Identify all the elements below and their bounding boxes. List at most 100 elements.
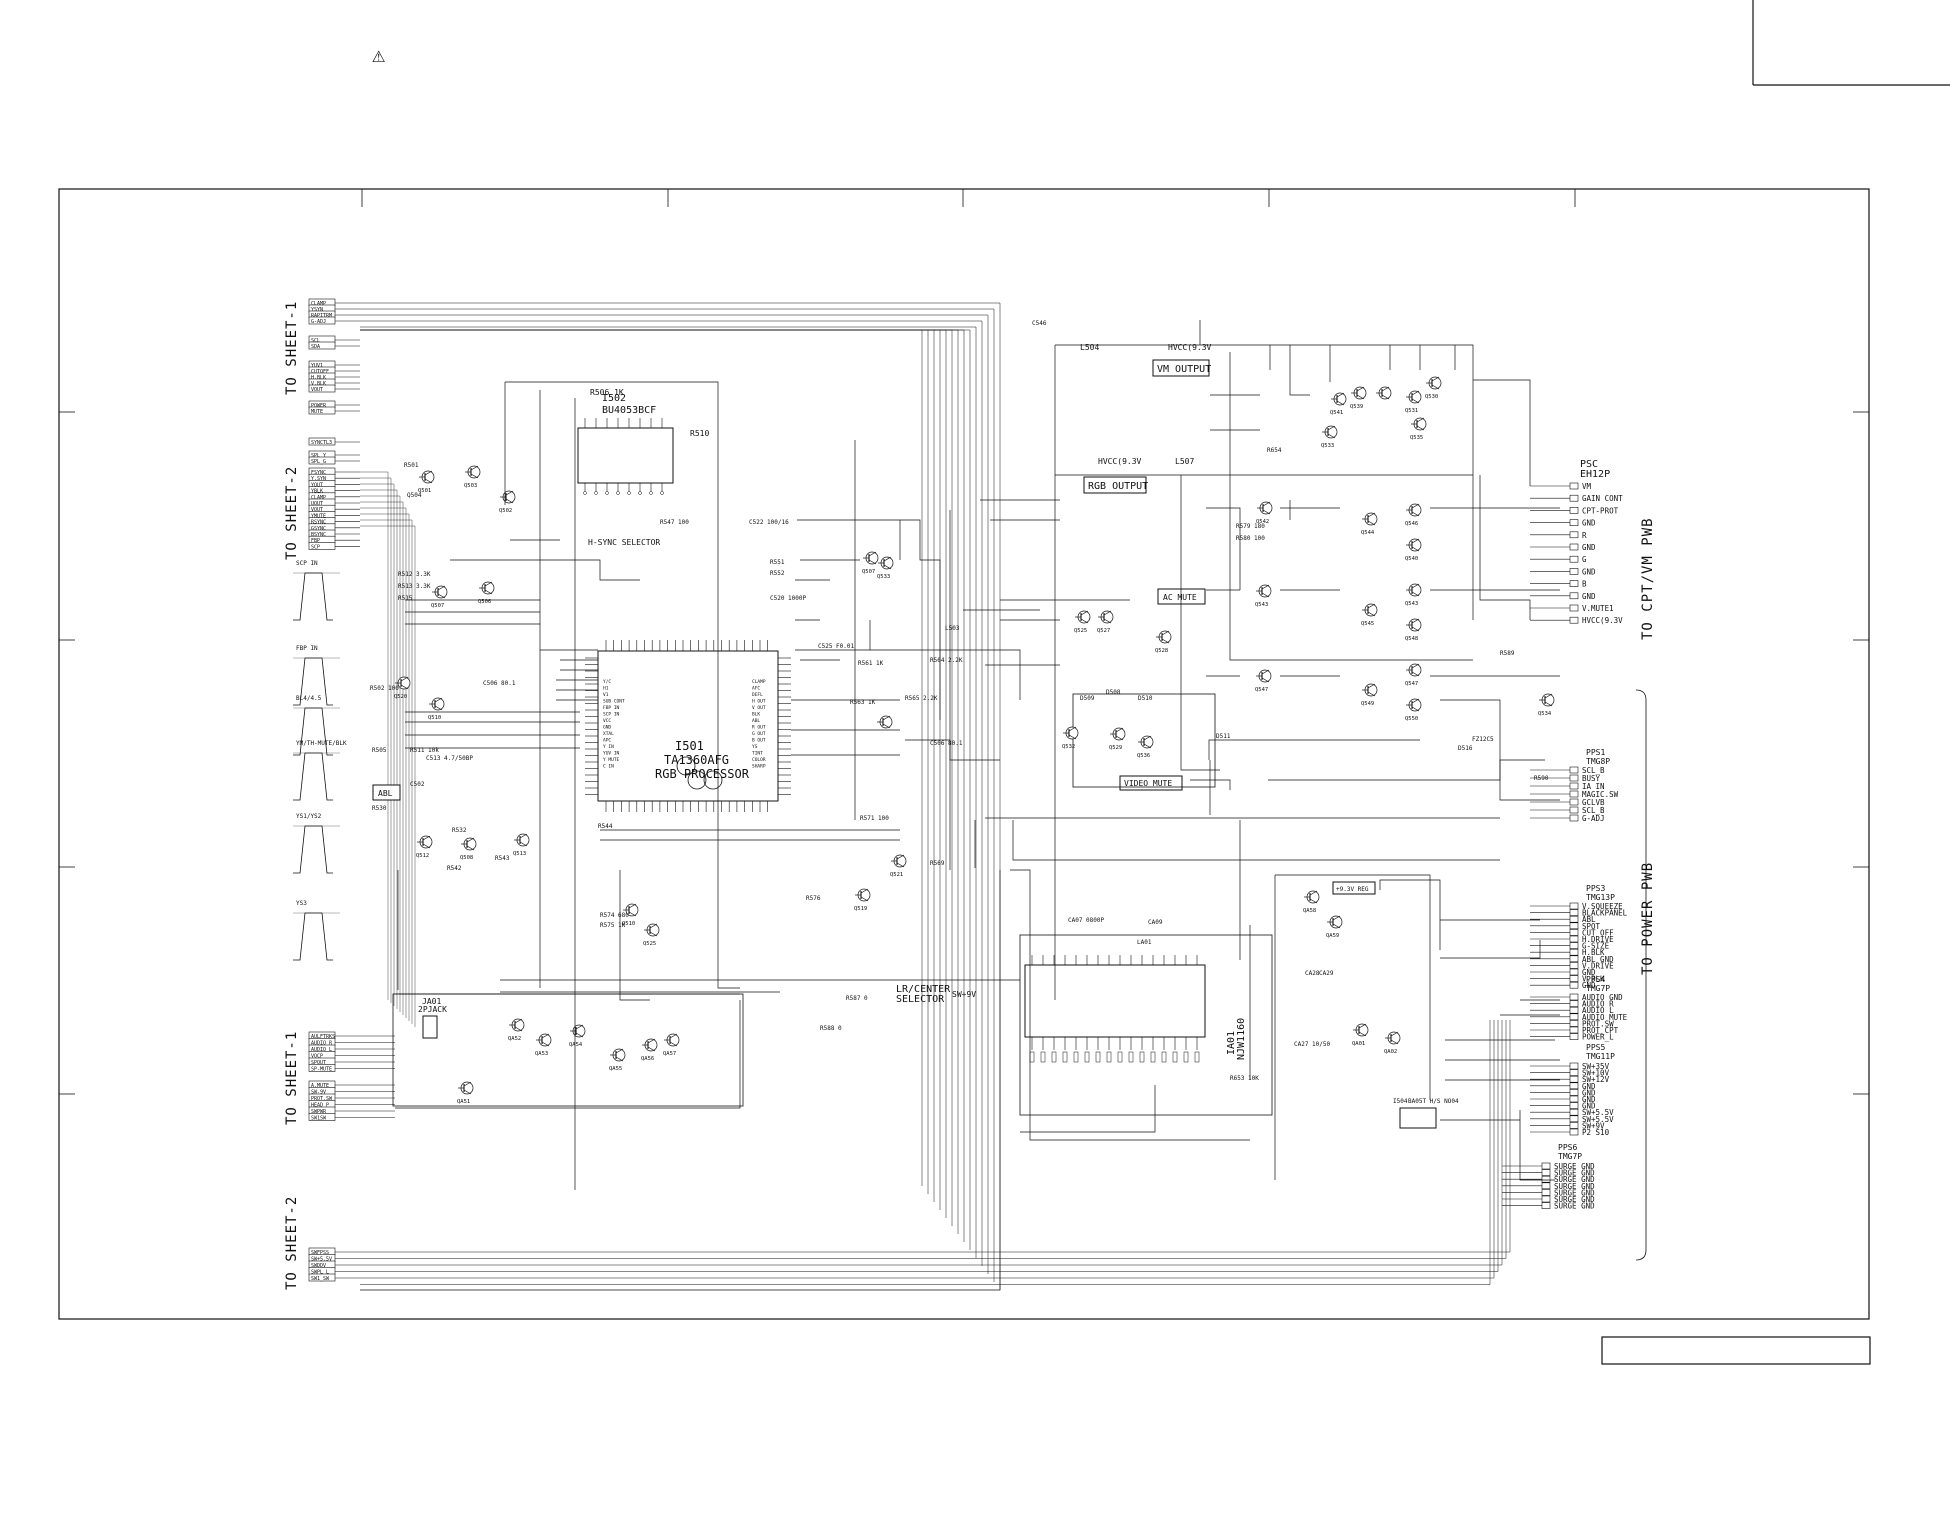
component-label: C520 1000P xyxy=(770,595,807,602)
connector-pin-label: V.SQUEEZE xyxy=(1582,902,1623,911)
component-label: R575 1K xyxy=(600,922,626,929)
connector-pin-label: SURGE GND xyxy=(1554,1175,1595,1184)
sheet-pin-label: VOUT xyxy=(311,387,323,393)
component-label: R543 xyxy=(495,855,510,862)
component-label: R501 xyxy=(404,462,419,469)
ic-pin-label: FBP IN xyxy=(603,705,620,711)
ic-pin-label: SUB CONT xyxy=(603,699,625,705)
transistor-label: Q542 xyxy=(1256,519,1269,525)
sheet-pin-label: A.MUTE xyxy=(311,1083,329,1089)
connector-pin-label: SW+9V xyxy=(1582,1121,1605,1130)
ic-pin-label: V OUT xyxy=(752,705,766,711)
main-wiring xyxy=(360,320,1560,1291)
transistor-label: Q543 xyxy=(1255,602,1268,608)
title-block xyxy=(1601,1336,1871,1365)
component-label: R565 2.2K xyxy=(905,695,938,702)
connector-pin-label: GND xyxy=(1582,592,1596,601)
ic-i504: I504 BA05T H/S NO04 xyxy=(1393,1098,1459,1129)
svg-text:SELECTOR: SELECTOR xyxy=(896,994,945,1005)
vm-output-section: VM OUTPUT L504 HVCC(9.3V xyxy=(1080,343,1212,377)
sheet1b-connector: TO SHEET-1 AULFTRKSAUDIO_RAUDIO_LVOCPSPO… xyxy=(284,1031,360,1125)
connector-pin-label: SW+10V xyxy=(1582,1069,1610,1078)
component-label: R561 1K xyxy=(858,660,884,667)
svg-text:IA01: IA01 xyxy=(1226,1031,1237,1055)
transistor-label: QA54 xyxy=(569,1042,583,1048)
ic-pin-label: TINT xyxy=(752,751,763,757)
connector-pin-label: GND xyxy=(1582,543,1596,552)
svg-text:RGB PROCESSOR: RGB PROCESSOR xyxy=(655,767,750,781)
svg-text:TMG7P: TMG7P xyxy=(1558,1152,1582,1161)
sheet-pin-label: SYNCTL3 xyxy=(311,440,332,446)
lr-center-label: LR/CENTER SELECTOR SW+9V xyxy=(896,984,976,1005)
connector-pin-label: CUT OFF xyxy=(1582,928,1614,937)
connector-pin-label: V.MUTE1 xyxy=(1582,604,1614,613)
transistor-label: Q541 xyxy=(1330,410,1343,416)
component-label: Q504 xyxy=(407,492,422,499)
sheet-pin-label: SCL xyxy=(311,338,320,344)
svg-text:TO CPT/VM PWB: TO CPT/VM PWB xyxy=(1640,517,1656,640)
sheet-pin-label: SCP xyxy=(311,544,320,550)
sheet-pin-label: SDA xyxy=(311,344,320,350)
transistor-label: Q508 xyxy=(460,855,473,861)
sheet-pin-label: SW+5.5V xyxy=(311,1257,332,1263)
connector-pin-label: H.DRIVE xyxy=(1582,935,1614,944)
transistor-label: Q506 xyxy=(478,599,491,605)
transistor-label: QA53 xyxy=(535,1051,548,1057)
transistor-label: Q545 xyxy=(1361,621,1374,627)
ic-pin-label: SCP IN xyxy=(603,712,620,718)
sheet2-connector: TO SHEET-2 SYNCTL3SPL_YSPL_GFSYNCY.SYNYO… xyxy=(284,437,360,560)
sheet-pin-label: CUTOFF xyxy=(311,369,329,375)
sheet-pin-label: UOUT xyxy=(311,501,323,507)
connector-pin-label: P2 S10 xyxy=(1582,1128,1610,1137)
svg-text:JA01: JA01 xyxy=(422,997,441,1006)
transistor-label: Q501 xyxy=(418,488,431,494)
sheet-pin-label: RAPITRM xyxy=(311,313,332,319)
transistor-label: QA02 xyxy=(1384,1049,1397,1055)
connector-pin-label: GND xyxy=(1582,1095,1596,1104)
component-label: R502 100 xyxy=(370,685,399,692)
component-label: R563 1K xyxy=(850,699,876,706)
component-label: C525 F0.01 xyxy=(818,643,855,650)
component-label: R551 xyxy=(770,559,785,566)
connector-pin-label: SURGE GND xyxy=(1554,1162,1595,1171)
connector-pin-label: SURGE GND xyxy=(1554,1188,1595,1197)
ic-pin-label: YS xyxy=(752,744,758,750)
sheet-pin-label: HEAD_P xyxy=(311,1103,329,1109)
svg-text:PPS5: PPS5 xyxy=(1586,1043,1605,1052)
component-label: R571 100 xyxy=(860,815,889,822)
warning-icon: ⚠ xyxy=(372,43,385,68)
sheet-pin-label: YUV1 xyxy=(311,363,323,369)
svg-text:ABL: ABL xyxy=(378,789,393,798)
sheet-pin-label: SWDDV xyxy=(311,1263,326,1269)
sheet-corner-tab xyxy=(1752,0,1950,86)
transistor-label: QA01 xyxy=(1352,1041,1365,1047)
ic-i502: I502 BU4053BCF R506 1K R510 xyxy=(577,388,709,495)
svg-text:AC MUTE: AC MUTE xyxy=(1163,593,1197,602)
component-label: R512 3.3K xyxy=(398,571,431,578)
svg-text:I501: I501 xyxy=(675,739,704,753)
bus-wires xyxy=(360,302,1511,1290)
connector-pin-label: SW+5.5V xyxy=(1582,1108,1614,1117)
ic-pin-label: H1 xyxy=(603,686,609,692)
transistor-label: Q539 xyxy=(1350,404,1363,410)
transistor-label: Q520 xyxy=(394,694,407,700)
sheet-pin-label: SPOUT xyxy=(311,1060,326,1066)
ic-pin-label: APC xyxy=(603,738,611,744)
sheet-pin-label: YOUT xyxy=(311,482,323,488)
component-label: R542 xyxy=(447,865,462,872)
svg-text:I504: I504 xyxy=(1393,1098,1408,1105)
connector-pin-label: SCL_B xyxy=(1582,806,1605,815)
svg-text:TMG7P: TMG7P xyxy=(1586,984,1610,993)
transistor-label: Q549 xyxy=(1361,701,1374,707)
sheet-pin-label: SPL_G xyxy=(311,459,326,465)
sheet-pin-label: FSYNC xyxy=(311,470,326,476)
component-label: R544 xyxy=(598,823,613,830)
component-label: C506 80.1 xyxy=(483,680,516,687)
component-label: R532 xyxy=(452,827,467,834)
ic-pin-label: C IN xyxy=(603,764,614,770)
transistor-label: Q543 xyxy=(1405,601,1418,607)
transistor-label: Q547 xyxy=(1405,681,1418,687)
transistor-label: Q533 xyxy=(877,574,890,580)
